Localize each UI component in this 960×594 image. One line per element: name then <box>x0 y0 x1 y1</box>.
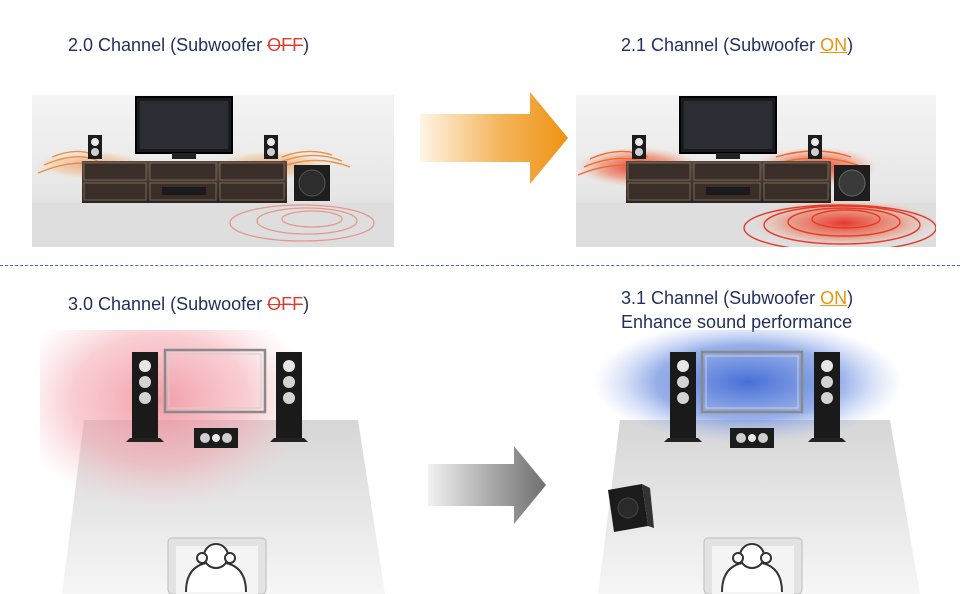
state-off: OFF <box>267 35 304 55</box>
speaker-icon <box>88 135 102 159</box>
speaker-icon <box>730 428 774 448</box>
state-off: OFF <box>267 294 304 314</box>
caption-2-0-channel: 2.0 Channel (Subwoofer OFF) <box>68 35 310 55</box>
tv-icon <box>679 96 777 159</box>
subcaption-enhance: Enhance sound performance <box>621 312 853 332</box>
tv-icon <box>163 348 267 414</box>
speaker-icon <box>126 352 164 442</box>
subwoofer-icon <box>608 484 654 532</box>
listener-icon <box>185 543 247 593</box>
speaker-icon <box>264 135 278 159</box>
caption-3-1-channel: 3.1 Channel (Subwoofer ON) <box>621 288 854 308</box>
scene-3-0-channel <box>40 330 385 594</box>
arrow-icon <box>420 92 568 184</box>
subwoofer-icon <box>834 165 870 201</box>
dashed-divider <box>0 265 960 266</box>
tv-icon <box>135 96 233 159</box>
subwoofer-icon <box>294 165 330 201</box>
tv-cabinet <box>626 161 831 203</box>
speaker-icon <box>632 135 646 159</box>
scene-2-1-channel <box>576 95 936 247</box>
caption-3-0-channel: 3.0 Channel (Subwoofer OFF) <box>68 294 310 314</box>
state-on: ON <box>820 288 848 308</box>
sound-field <box>40 330 310 510</box>
scene-3-1-channel <box>593 330 920 594</box>
caption-2-1-channel: 2.1 Channel (Subwoofer ON) <box>621 35 854 55</box>
scene-2-0-channel <box>32 95 394 247</box>
speaker-icon <box>194 428 238 448</box>
speaker-icon <box>664 352 702 442</box>
speaker-icon <box>270 352 308 442</box>
subwoofer-waves <box>743 204 936 247</box>
listener-icon <box>721 543 783 593</box>
speaker-icon <box>808 352 846 442</box>
speaker-icon <box>808 135 822 159</box>
arrow-icon <box>428 446 546 524</box>
subwoofer-waves <box>229 204 375 242</box>
tv-icon <box>700 350 804 414</box>
state-on: ON <box>820 35 848 55</box>
tv-cabinet <box>82 161 287 203</box>
